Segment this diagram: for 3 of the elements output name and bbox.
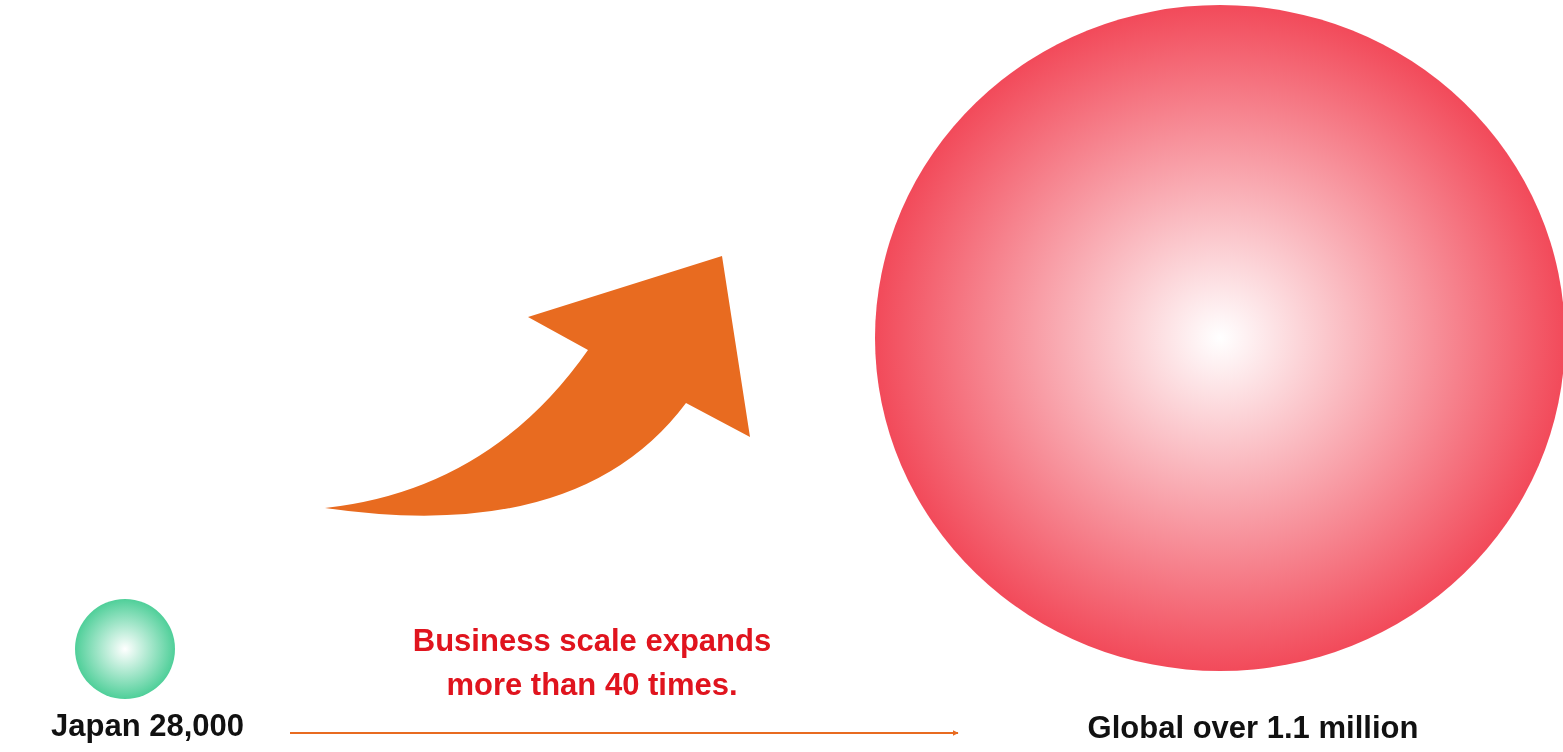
value-label: Japan 28,000 <box>50 708 245 744</box>
arrow <box>289 730 959 736</box>
value-label: Global over 1.1 million <box>1086 710 1420 746</box>
